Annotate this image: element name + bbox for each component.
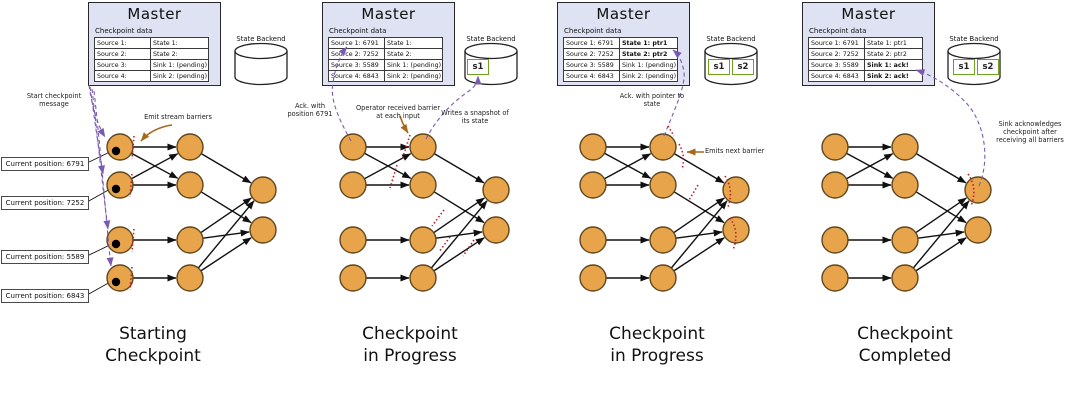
table-cell: State 1: [383,37,444,49]
table-cell: Sink 1: (pending) [618,59,679,71]
annotation-ack-position: Ack. with position 6791 [287,102,333,118]
master-title: Master [127,5,182,23]
master-title: Master [841,5,896,23]
table-cell: Sink 2: (pending) [383,70,444,82]
checkpoint-data-table: Source 1:State 1: Source 2:State 2: Sour… [94,37,210,82]
table-cell: State 2: ptr2 [618,48,679,60]
table-cell: Sink 2: (pending) [618,70,679,82]
master-title: Master [361,5,416,23]
annotation-writes-snapshot: Writes a snapshot of its state [441,109,509,125]
caption-line: Checkpoint [609,324,705,344]
table-cell: Source 4: 6843 [808,70,865,82]
table-cell: Source 1: [94,37,151,49]
caption-line: in Progress [363,346,457,366]
panel-caption: Checkpoint in Progress [310,323,510,367]
table-cell: Source 1: 6791 [808,37,865,49]
current-position-label: Current position: 7252 [1,196,89,210]
current-position-label: Current position: 6791 [1,157,89,171]
panel-caption: Checkpoint in Progress [557,323,757,367]
caption-line: Completed [858,346,952,366]
caption-line: Checkpoint [362,324,458,344]
table-cell: Sink 1: (pending) [383,59,444,71]
checkpoint-data-label: Checkpoint data [809,27,867,35]
annotation-emit-barriers: Emit stream barriers [144,113,212,121]
state-backend-label: State Backend [236,35,286,43]
annotation-emits-next-barrier: Emits next barrier [705,147,765,155]
state-snapshot-box: s1 [467,59,489,75]
table-cell: Sink 1: (pending) [149,59,210,71]
caption-line: in Progress [610,346,704,366]
caption-line: Checkpoint [105,346,201,366]
caption-line: Starting [119,324,187,344]
annotation-sink-ack: Sink acknowledges checkpoint after recei… [996,120,1064,144]
state-backend-label: State Backend [949,35,999,43]
table-cell: Source 1: 6791 [328,37,385,49]
table-cell: Source 2: 7252 [328,48,385,60]
table-cell: State 2: [149,48,210,60]
table-cell: Source 3: 5589 [808,59,865,71]
table-cell: Sink 2: ack! [864,70,923,82]
table-cell: Source 3: [94,59,151,71]
annotation-ack-pointer: Ack. with pointer to state [619,92,685,108]
table-cell: Sink 2: (pending) [149,70,210,82]
state-backend-label: State Backend [706,35,756,43]
table-cell: State 1: [149,37,210,49]
checkpoint-data-label: Checkpoint data [95,27,153,35]
table-cell: State 2: [383,48,444,60]
table-cell: Source 2: 7252 [563,48,620,60]
table-cell: Source 4: 6843 [563,70,620,82]
panel-caption: Checkpoint Completed [805,323,1005,367]
table-cell: State 2: ptr2 [864,48,923,60]
caption-line: Checkpoint [857,324,953,344]
current-position-label: Current position: 5589 [1,250,89,264]
state-snapshot-box: s1 [708,59,730,75]
table-cell: Sink 1: ack! [864,59,923,71]
table-cell: Source 3: 5589 [563,59,620,71]
table-cell: Source 3: 5589 [328,59,385,71]
panel-caption: Starting Checkpoint [53,323,253,367]
master-box: Master Checkpoint data Source 1:State 1:… [88,2,221,86]
state-snapshot-box: s2 [977,59,999,75]
table-cell: State 1: ptr1 [618,37,679,49]
checkpoint-data-label: Checkpoint data [564,27,622,35]
master-title: Master [596,5,651,23]
table-cell: Source 4: [94,70,151,82]
table-cell: Source 2: 7252 [808,48,865,60]
table-cell: Source 2: [94,48,151,60]
current-position-label: Current position: 6843 [1,289,89,303]
state-backend-label: State Backend [466,35,516,43]
table-cell: Source 1: 6791 [563,37,620,49]
annotation-operator-barrier: Operator received barrier at each input [355,104,441,120]
checkpoint-data-label: Checkpoint data [329,27,387,35]
annotation-start-checkpoint: Start checkpoint message [26,92,82,108]
state-snapshot-box: s1 [953,59,975,75]
state-snapshot-box: s2 [732,59,754,75]
table-cell: State 1: ptr1 [864,37,923,49]
table-cell: Source 4: 6843 [328,70,385,82]
